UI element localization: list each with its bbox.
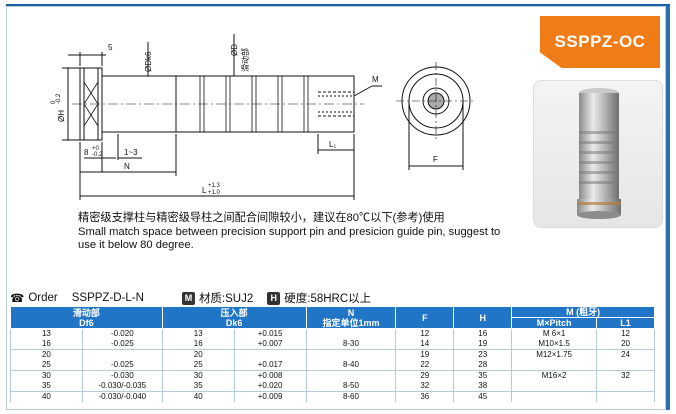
product-code-badge: SSPPZ-OC — [540, 16, 660, 68]
page-edge-bar — [666, 6, 670, 410]
dim-dk6: ØDk6 — [144, 51, 153, 72]
dim-n: N — [124, 162, 130, 171]
dim-eight: 8 — [84, 148, 89, 157]
hardness-icon: H — [267, 291, 281, 305]
note-en-1: Small match space between precision supp… — [78, 225, 501, 238]
header-f: F — [395, 306, 455, 329]
dim-slide: 滑动部 — [240, 48, 250, 72]
dim-h-tol-bottom: -0.2 — [56, 93, 62, 104]
order-info: ☎ Order SSPPZ-D-L-N M 材质:SUJ2 H 硬度:58HRC… — [10, 290, 371, 306]
dim-l1: L₁ — [329, 140, 336, 149]
header-m: M (粗牙) — [511, 306, 655, 318]
dim-h-tol-top: 0 — [51, 100, 57, 104]
header-m-pitch: M×Pitch — [511, 317, 598, 329]
product-photo — [533, 80, 663, 228]
dim-eight-tol-bottom: -0.2 — [92, 152, 103, 158]
usage-note: 精密级支撑柱与精密级导柱之间配合间隙较小，建议在80℃以下(参考)使用 Smal… — [78, 212, 500, 253]
phone-icon: ☎ — [10, 293, 25, 305]
dim-one-three: 1~3 — [124, 148, 138, 157]
dim-f: F — [433, 155, 438, 164]
note-cn: 精密级支撑柱与精密级导柱之间配合间隙较小，建议在80℃以下(参考)使用 — [78, 212, 445, 224]
order-label: Order — [28, 292, 58, 304]
dim-eight-tol-top: +0 — [92, 146, 100, 152]
dim-five: 5 — [108, 43, 113, 52]
hardness-text: 硬度:58HRC以上 — [284, 293, 372, 305]
header-l1: L1 — [596, 317, 655, 329]
header-h: H — [453, 306, 513, 329]
dim-l-tol-top: +1.3 — [208, 183, 221, 189]
dim-m: M — [372, 75, 379, 84]
note-en-2: use it below 80 degree. — [78, 239, 194, 251]
material-icon: M — [181, 291, 195, 305]
page-frame — [6, 6, 666, 410]
material-text: 材质:SUJ2 — [198, 293, 254, 305]
top-rule — [6, 4, 670, 7]
dim-h: ØH — [57, 110, 66, 122]
dim-l: L — [202, 186, 207, 195]
dim-l-tol-bottom: +1.0 — [208, 190, 221, 196]
dim-d: ØD — [230, 44, 239, 56]
order-code: SSPPZ-D-L-N — [71, 292, 144, 304]
support-pin-photo-icon — [577, 88, 621, 219]
technical-drawing: 5 ØDk6 ØD 滑动部 M ØH 0 -0.2 8 +0 -0.2 1~3 … — [51, 34, 476, 200]
